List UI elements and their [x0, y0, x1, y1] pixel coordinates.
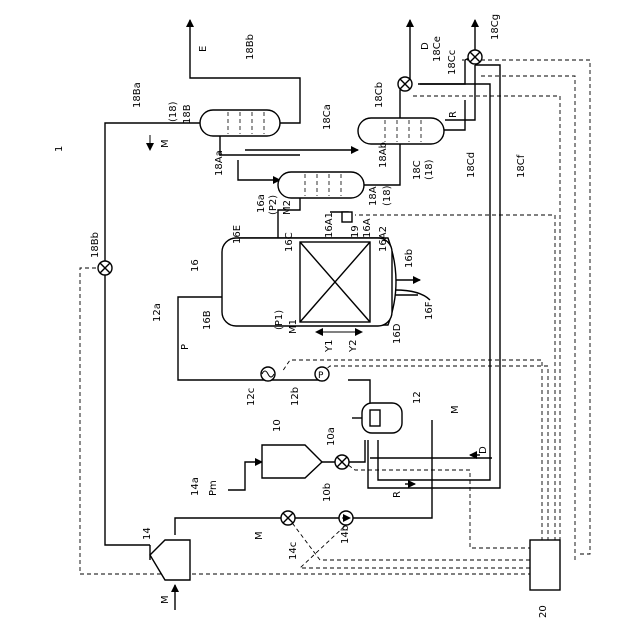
label-19: 19 — [350, 225, 361, 238]
label-P-left: P — [180, 344, 191, 350]
label-18Aa: 18Aa — [214, 150, 225, 176]
controller-20 — [530, 540, 560, 590]
label-Pm: Pm — [208, 480, 219, 496]
label-12a: 12a — [152, 303, 163, 322]
label-P1: (P1) — [274, 310, 285, 330]
label-14: 14 — [142, 527, 153, 540]
label-M1: M1 — [288, 319, 299, 334]
label-16F: 16F — [424, 301, 435, 320]
label-10: 10 — [272, 419, 283, 432]
label-16A1: 16A1 — [324, 212, 335, 238]
label-10b: 10b — [322, 483, 333, 502]
label-18Cc: 18Cc — [447, 50, 458, 75]
label-Y1: Y1 — [324, 340, 335, 353]
label-18Ab: 18Ab — [378, 142, 389, 168]
label-18Bb: 18Bb — [245, 34, 256, 60]
pump-12b: P — [315, 367, 329, 381]
label-R-mid: R — [392, 491, 403, 498]
hopper-14 — [150, 540, 190, 580]
label-18Ca: 18Ca — [322, 104, 333, 130]
label-18Ba: 18Ba — [132, 82, 143, 108]
label-12c: 12c — [246, 388, 257, 406]
label-16B: 16B — [202, 310, 213, 330]
label-18C: 18C — [412, 160, 423, 180]
label-18Ce: 18Ce — [432, 36, 443, 62]
label-18A: 18A — [368, 186, 379, 206]
column-18A — [278, 172, 364, 198]
column-18B — [200, 110, 280, 136]
valve-10a — [335, 455, 349, 469]
label-20: 20 — [538, 605, 549, 618]
label-16A: 16A — [362, 218, 373, 238]
label-10a: 10a — [326, 427, 337, 446]
label-18B: 18B — [182, 104, 193, 124]
label-1: 1 — [54, 146, 65, 152]
label-12: 12 — [412, 391, 423, 404]
label-D-mid: D — [478, 446, 489, 454]
label-16a: 16a — [256, 194, 267, 213]
label-R-top: R — [448, 111, 459, 118]
label-14c: 14c — [288, 542, 299, 560]
label-18B-paren: (18) — [168, 101, 179, 122]
label-16E: 16E — [232, 225, 243, 244]
column-18C — [358, 118, 444, 144]
label-M-low: M — [254, 531, 265, 540]
reactor-12 — [352, 403, 402, 433]
label-14a: 14a — [190, 477, 201, 496]
label-18A-paren: (18) — [382, 185, 393, 206]
label-Y2: Y2 — [348, 340, 359, 353]
label-14b: 14b — [340, 525, 351, 544]
label-M-bottom: M — [160, 595, 171, 604]
label-18Cf: 18Cf — [516, 154, 527, 178]
label-M-mid: M — [450, 405, 461, 414]
label-18Bb-valve: 18Bb — [90, 232, 101, 258]
label-16A2: 16A2 — [378, 226, 389, 252]
hopper-10 — [262, 445, 322, 478]
label-M-top: M — [160, 139, 171, 148]
valve-18Cb — [398, 77, 412, 91]
label-18Cg: 18Cg — [490, 14, 501, 40]
label-P2: (P2) — [268, 195, 279, 215]
svg-text:P: P — [318, 371, 324, 381]
valve-14c — [281, 511, 295, 525]
label-18Cb: 18Cb — [374, 82, 385, 108]
label-D-top: D — [420, 42, 431, 50]
label-16C: 16C — [284, 232, 295, 252]
label-M2: M2 — [282, 200, 293, 215]
label-18Cd: 18Cd — [466, 152, 477, 178]
valve-18Bb — [98, 261, 112, 275]
valve-18Cg — [468, 50, 482, 64]
label-E: E — [198, 46, 209, 52]
label-12b: 12b — [290, 387, 301, 406]
pump-14b — [339, 511, 353, 525]
heater-12c — [261, 367, 275, 381]
label-16D: 16D — [392, 323, 403, 344]
label-18C-paren: (18) — [424, 159, 435, 180]
label-16b: 16b — [404, 249, 415, 268]
label-16: 16 — [190, 259, 201, 272]
